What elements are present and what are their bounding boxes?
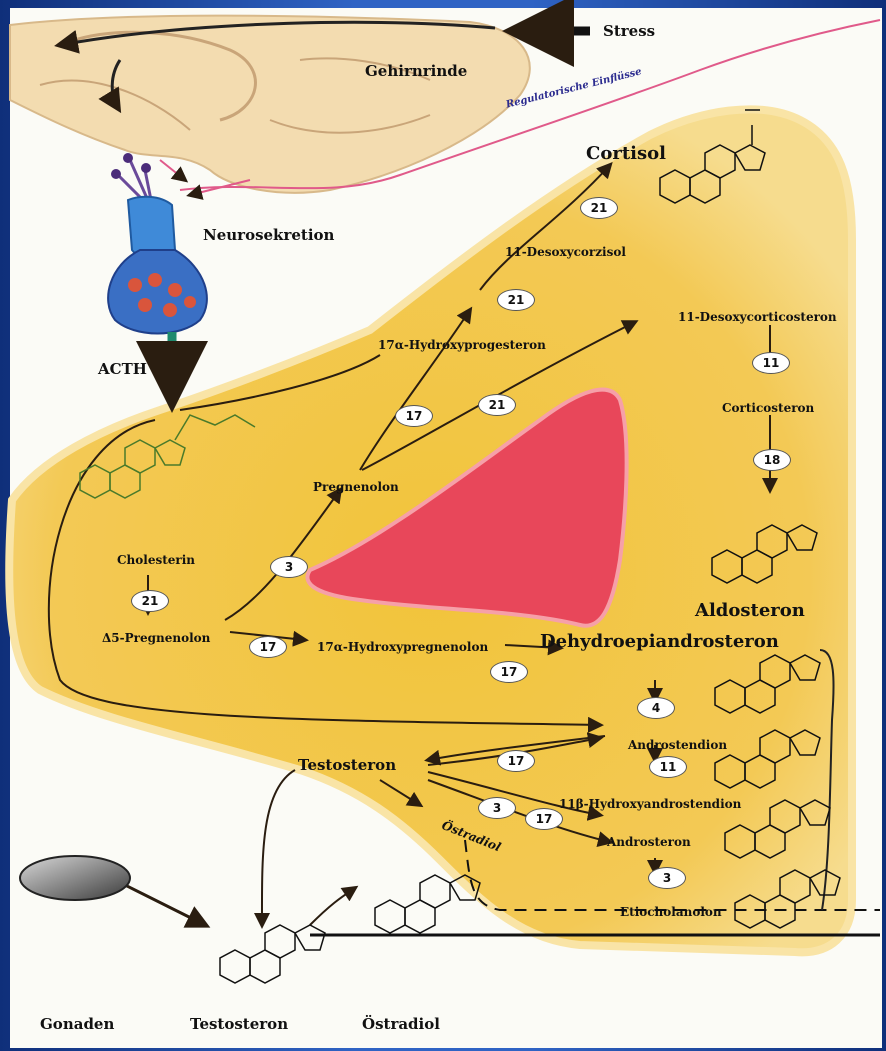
enzyme-badge: 18 xyxy=(753,449,791,471)
enzyme-badge: 3 xyxy=(478,797,516,819)
label-11-desoxycorzisol: 11-Desoxycorzisol xyxy=(505,245,626,259)
enzyme-badge: 21 xyxy=(478,394,516,416)
enzyme-badge: 21 xyxy=(580,197,618,219)
label-neurosekretion: Neurosekretion xyxy=(203,226,334,244)
label-ostradiol-bottom: Östradiol xyxy=(362,1015,440,1033)
enzyme-badge: 3 xyxy=(648,867,686,889)
label-d5-pregnenolon: Δ5-Pregnenolon xyxy=(102,631,210,645)
label-etiocholanolon: Etiocholanolon xyxy=(620,905,722,919)
label-11-desoxycorticosteron: 11-Desoxycorticosteron xyxy=(678,310,837,324)
label-17a-hydroxyprogesteron: 17α-Hydroxyprogesteron xyxy=(378,338,546,352)
enzyme-badge: 17 xyxy=(490,661,528,683)
label-androstendion: Androstendion xyxy=(628,738,727,752)
enzyme-badge: 4 xyxy=(637,697,675,719)
label-acth: ACTH xyxy=(98,360,147,378)
enzyme-badge: 17 xyxy=(525,808,563,830)
enzyme-badge: 17 xyxy=(249,636,287,658)
enzyme-badge: 11 xyxy=(649,756,687,778)
label-stress: Stress xyxy=(603,22,655,40)
enzyme-badge: 3 xyxy=(270,556,308,578)
enzyme-badge: 17 xyxy=(395,405,433,427)
label-cortisol: Cortisol xyxy=(586,143,666,164)
label-testosteron-bottom: Testosteron xyxy=(190,1015,288,1033)
label-11b-hydroxyandrostendion: 11β-Hydroxyandrostendion xyxy=(559,797,741,811)
label-gehirnrinde: Gehirnrinde xyxy=(365,62,467,80)
enzyme-badge: 21 xyxy=(131,590,169,612)
label-corticosteron: Corticosteron xyxy=(722,401,814,415)
label-androsteron: Androsteron xyxy=(607,835,691,849)
label-gonaden: Gonaden xyxy=(40,1015,114,1033)
label-testosteron-mid: Testosteron xyxy=(298,756,396,774)
enzyme-badge: 21 xyxy=(497,289,535,311)
enzyme-badge: 17 xyxy=(497,750,535,772)
label-aldosteron: Aldosteron xyxy=(695,600,805,621)
brain-shape xyxy=(10,16,530,193)
label-17a-hydroxypregnenolon: 17α-Hydroxypregnenolon xyxy=(317,640,488,654)
label-cholesterin: Cholesterin xyxy=(117,553,195,567)
enzyme-badge: 11 xyxy=(752,352,790,374)
label-pregnenolon: Pregnenolon xyxy=(313,480,399,494)
pituitary-illustration xyxy=(108,153,207,334)
gonaden-capsule xyxy=(20,856,130,900)
label-dehydroepiandrosteron: Dehydroepiandrosteron xyxy=(540,631,779,652)
